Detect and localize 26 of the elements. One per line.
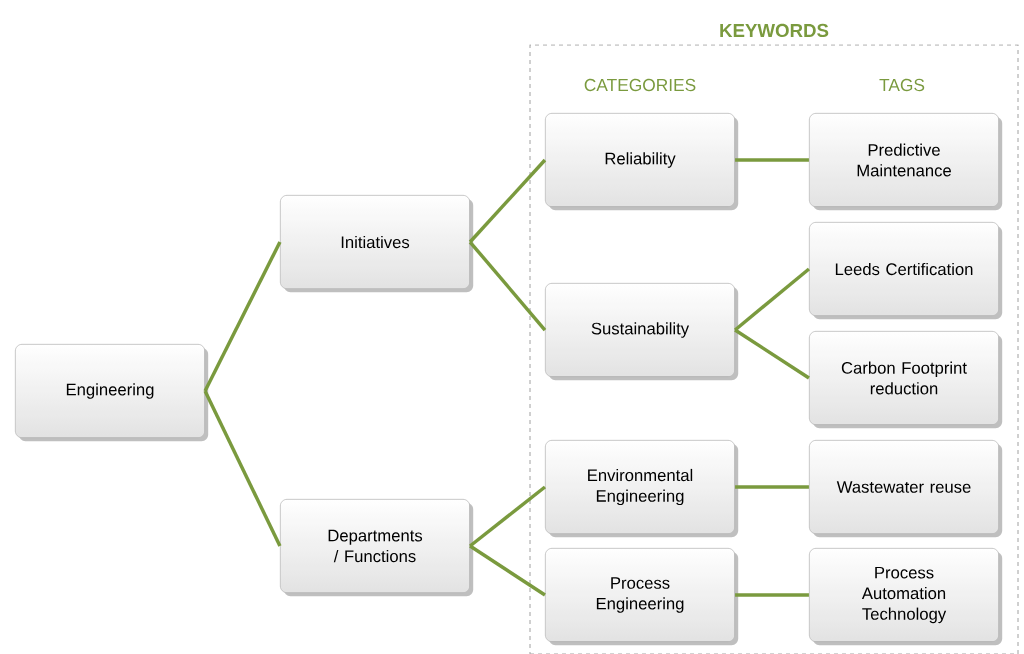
connector-line <box>735 485 809 489</box>
process-box: Process Automation Technology <box>808 547 1003 646</box>
connector-line <box>203 241 282 392</box>
process-box: Wastewater reuse <box>808 439 1003 538</box>
process-box: Engineering <box>14 343 209 442</box>
connector-line <box>733 267 811 332</box>
connector-line <box>468 240 547 332</box>
process-box: Predictive Maintenance <box>808 112 1003 211</box>
column-heading: CATEGORIES <box>584 78 696 92</box>
process-box: Environmental Engineering <box>544 439 739 538</box>
process-box: Process Engineering <box>544 547 739 646</box>
connector-line <box>468 158 547 244</box>
column-heading: TAGS <box>879 78 925 92</box>
process-box: Sustainability <box>544 282 739 381</box>
node-label: KEYWORDS <box>720 23 829 38</box>
process-box: Leeds Certification <box>808 221 1003 320</box>
connector-line <box>734 328 810 380</box>
connector-line <box>735 593 809 597</box>
process-box: Departments / Functions <box>279 498 474 597</box>
connector-line <box>203 390 282 547</box>
connector-line <box>469 544 546 597</box>
process-box: Carbon Footprint reduction <box>808 330 1003 429</box>
process-box: Reliability <box>544 112 739 211</box>
connector-line <box>469 485 546 548</box>
process-box: Initiatives <box>279 194 474 293</box>
connector-line <box>735 158 809 162</box>
